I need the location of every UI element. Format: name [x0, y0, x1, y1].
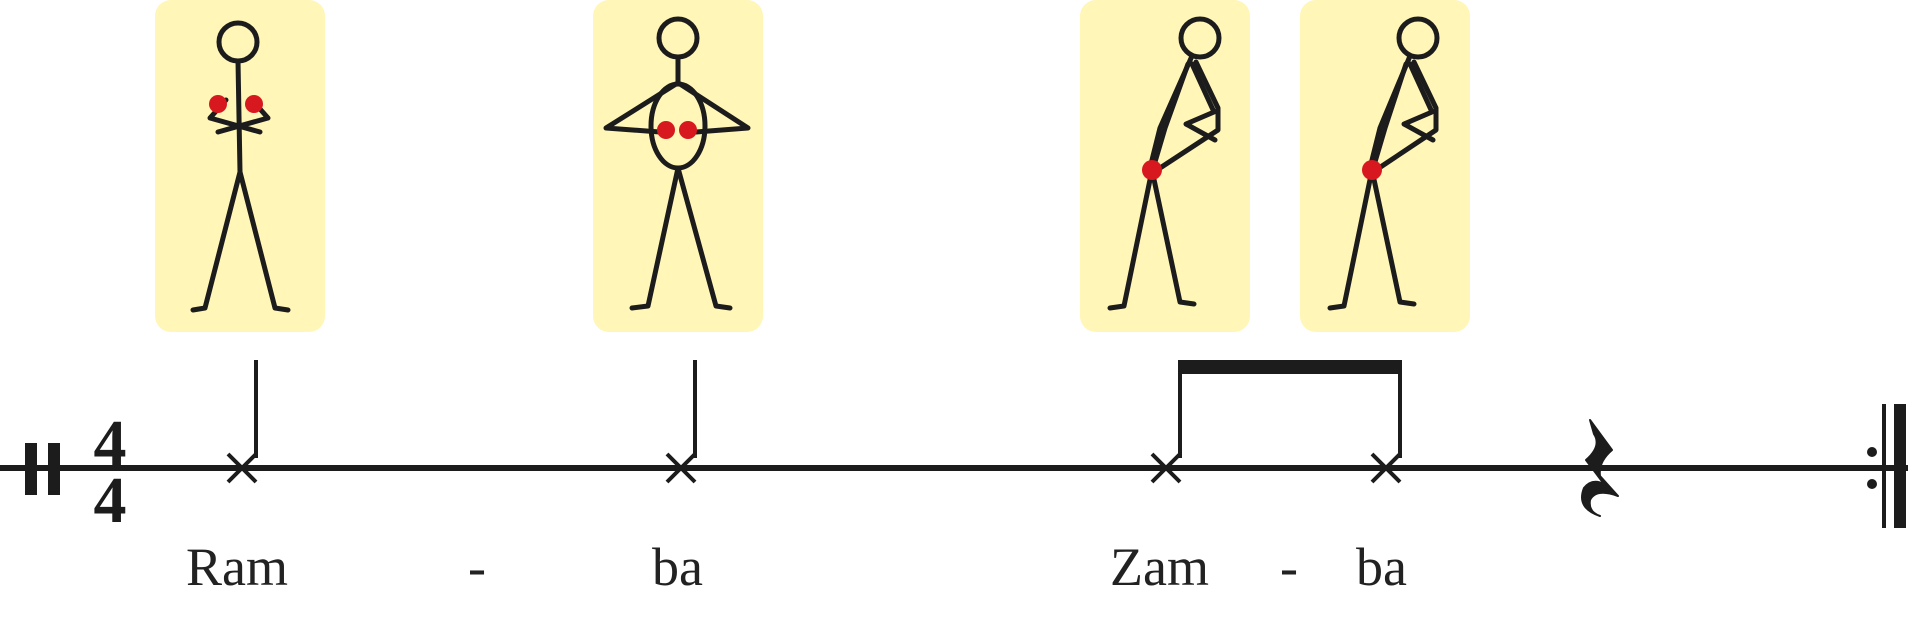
pose-card-3 — [1080, 0, 1250, 332]
note-beam — [1178, 360, 1402, 374]
stick-figure-4 — [1327, 16, 1440, 311]
body-marker — [657, 121, 675, 139]
pose-card-2 — [593, 0, 763, 332]
note-quarter-1 — [226, 360, 258, 484]
x-notehead — [1370, 452, 1402, 484]
x-notehead — [1150, 452, 1182, 484]
time-signature-denominator: 4 — [94, 464, 127, 537]
body-marker — [209, 95, 227, 113]
quarter-rest — [1581, 419, 1619, 517]
lyric-hyphen-2: - — [1280, 537, 1298, 597]
pose-card-4 — [1300, 0, 1470, 332]
time-signature-numerator: 4 — [94, 407, 127, 480]
lyric-ram: Ram — [186, 537, 288, 597]
body-marker — [245, 95, 263, 113]
pose-card-1 — [155, 0, 325, 332]
lyric-ba-2: ba — [1356, 537, 1407, 597]
note-quarter-2 — [665, 360, 697, 484]
x-notehead — [665, 452, 697, 484]
stick-figure-3 — [1107, 16, 1222, 311]
body-marker — [1142, 160, 1162, 180]
lyric-zam: Zam — [1110, 537, 1209, 597]
lyric-ba-1: ba — [652, 537, 703, 597]
lyric-hyphen-1: - — [468, 537, 486, 597]
stick-figure-2 — [603, 16, 751, 311]
percussion-clef — [25, 443, 60, 495]
body-marker — [679, 121, 697, 139]
body-marker — [1362, 160, 1382, 180]
end-repeat-barline — [1867, 404, 1906, 528]
eighth-note-pair — [1150, 360, 1402, 484]
x-notehead — [226, 452, 258, 484]
time-signature: 4 4 — [94, 407, 127, 537]
